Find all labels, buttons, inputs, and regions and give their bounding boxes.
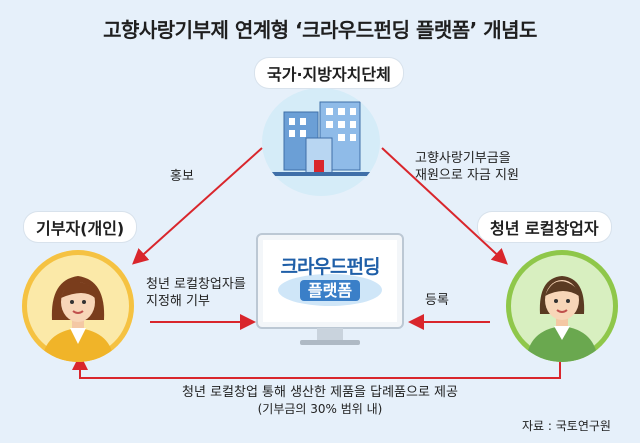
funding-arrow <box>381 147 508 265</box>
reward-limit-note: (기부금의 30% 범위 내) <box>257 402 383 416</box>
reward-arrow <box>72 350 561 379</box>
page-title: 고향사랑기부제 연계형 ‘크라우드펀딩 플랫폼’ 개념도 <box>103 18 537 42</box>
government-building-icon <box>262 88 380 196</box>
source-credit: 자료 : 국토연구원 <box>522 419 611 433</box>
entrepreneur-avatar <box>506 250 618 362</box>
government-label: 국가·지방자치단체 <box>255 58 403 88</box>
entrepreneur-label: 청년 로컬창업자 <box>478 212 611 242</box>
register-note: 등록 <box>425 293 449 308</box>
funding-note: 고향사랑기부금을 재원으로 자금 지원 <box>415 151 519 183</box>
promotion-note: 홍보 <box>170 169 194 184</box>
platform-name-line2: 플랫폼 <box>255 277 405 301</box>
donor-label: 기부자(개인) <box>24 212 137 242</box>
platform-monitor: 크라우드펀딩 플랫폼 <box>255 232 405 352</box>
designate-note: 청년 로컬창업자를 지정해 기부 <box>146 277 246 309</box>
platform-name-line1: 크라우드펀딩 <box>280 256 381 278</box>
promotion-arrow <box>132 147 263 265</box>
reward-note: 청년 로컬창업 통해 생산한 제품을 답례품으로 제공 <box>182 385 458 400</box>
donor-avatar <box>22 250 134 362</box>
